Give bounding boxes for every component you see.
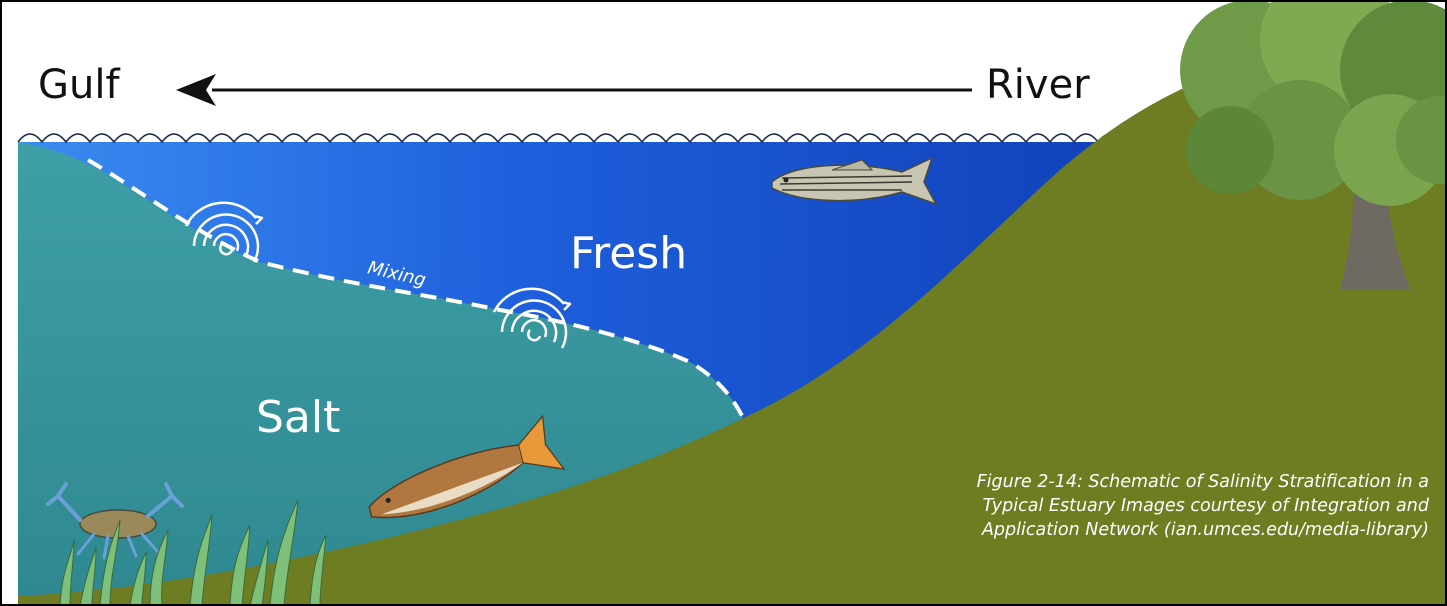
figure-caption: Figure 2-14: Schematic of Salinity Strat… [959,470,1429,542]
fresh-water-label: Fresh [570,228,687,279]
gulf-label: Gulf [38,62,120,108]
salt-water-label: Salt [256,392,340,443]
river-label: River [986,62,1090,108]
